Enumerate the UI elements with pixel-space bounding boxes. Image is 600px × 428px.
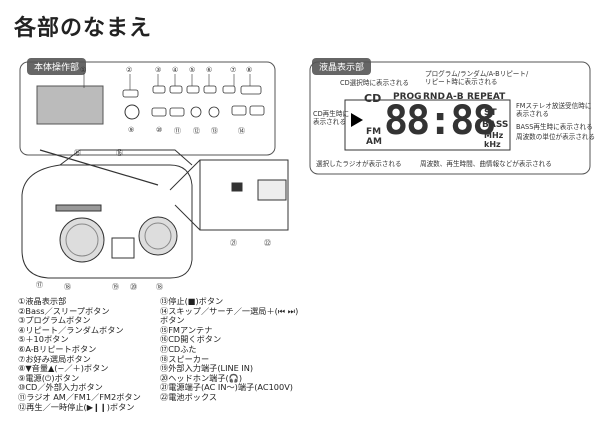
lcd-note-fm-stereo-1: FMステレオ放送受信時に	[516, 102, 592, 110]
lcd-note-cd-selected: CD選択時に表示される	[340, 79, 410, 87]
top-button-row	[122, 85, 262, 98]
callout-10: ⑩	[156, 126, 163, 134]
legend-item: ⑧▼音量▲(−／＋)ボタン	[18, 363, 109, 374]
callout-13: ⑬	[211, 127, 218, 135]
lcd-fm-indicator: FM	[366, 127, 382, 137]
control-panel-outline	[19, 61, 276, 156]
legend-item: ⑦お好み選局ボタン	[18, 353, 91, 364]
callout-3: ③	[155, 66, 162, 74]
legend-item: ⑭スキップ／サーチ／一選局＋(⏮ ⏭)	[160, 305, 299, 316]
power-button	[124, 104, 140, 120]
lcd-am-indicator: AM	[366, 137, 382, 147]
lcd-panel-outline	[309, 61, 591, 175]
legend-item: ⑪ラジオ AM／FM1／FM2ボタン	[18, 391, 141, 402]
lcd-note-prog-rnd: プログラム/ランダム/A-Bリピート/	[425, 70, 529, 78]
callout-8: ⑧	[246, 66, 253, 74]
legend-item: ⑬停止(■)ボタン	[160, 296, 224, 306]
callout-12: ⑫	[193, 127, 200, 135]
legend-item: ⑱スピーカー	[160, 353, 210, 364]
callout-16: ⑯	[116, 149, 123, 157]
legend-item: ボタン	[160, 315, 185, 326]
lcd-note-radio-selected: 選択したラジオが表示される	[316, 160, 402, 168]
callout-2: ②	[126, 66, 133, 74]
legend-item: ㉑電源端子(AC IN〜)端子(AC100V)	[160, 382, 293, 393]
lcd-st-indicator: ST	[484, 108, 497, 118]
legend-item: ③プログラムボタン	[18, 315, 91, 326]
callout-4: ④	[172, 66, 179, 74]
legend-right: ⑬停止(■)ボタン ⑭スキップ／サーチ／一選局＋(⏮ ⏭) ボタン ⑮FMアンテ…	[160, 296, 299, 403]
lcd-note-repeat: リピート時に表示される	[425, 78, 498, 86]
legend-item: ⑰CDふた	[160, 343, 197, 354]
legend-item: ⑲外部入力端子(LINE IN)	[160, 363, 254, 374]
callout-18b: ⑱	[156, 283, 163, 291]
lower-button-row	[151, 105, 265, 118]
legend-item: ㉒電池ボックス	[160, 391, 218, 402]
lcd-cd-indicator: CD	[364, 92, 382, 105]
legend-item: ⑤＋10ボタン	[18, 334, 69, 345]
callout-1: ①	[80, 66, 87, 74]
legend-item: ①液晶表示部	[18, 296, 67, 306]
legend-item: ⑮FMアンテナ	[160, 324, 213, 335]
lcd-note-freq-unit: 周波数の単位が表示される	[516, 133, 596, 141]
callout-17: ⑰	[36, 281, 43, 289]
page-title: 各部のなまえ	[14, 16, 153, 41]
lcd-ab-indicator: A-B	[446, 92, 464, 102]
callout-6: ⑥	[206, 66, 213, 74]
legend-item: ②Bass／スリープボタン	[18, 305, 110, 316]
fm-antenna	[39, 149, 159, 186]
legend-item: ⑩CD／外部入力ボタン	[18, 382, 103, 393]
lcd-mhz-indicator: MHz	[484, 131, 504, 140]
callout-11: ⑪	[174, 127, 181, 135]
legend-left: ①液晶表示部 ②Bass／スリープボタン ③プログラムボタン ④リピート／ランダ…	[18, 296, 141, 412]
callout-14: ⑭	[238, 127, 245, 135]
lcd-note-freq-time: 周波数、再生時間、曲情報などが表示される	[420, 160, 552, 168]
callout-7: ⑦	[230, 66, 237, 74]
legend-item: ⑥A-Bリピートボタン	[18, 343, 97, 354]
play-arrow-icon	[351, 113, 363, 127]
lcd-window	[36, 85, 104, 125]
callout-9: ⑨	[128, 126, 135, 134]
legend-item: ⑯CD開くボタン	[160, 334, 222, 345]
callout-21: ㉑	[230, 239, 237, 247]
callout-5: ⑤	[189, 66, 196, 74]
lcd-digits: 88:88	[384, 98, 496, 144]
lcd-note-fm-stereo-2: 表示される	[516, 110, 549, 118]
lcd-khz-indicator: kHz	[484, 140, 501, 149]
lcd-note-cd-play-1: CD再生時に	[313, 110, 350, 118]
callout-15: ⑮	[74, 149, 81, 157]
lcd-bass-indicator: BASS	[482, 120, 509, 130]
lcd-prog-indicator: PROG	[393, 92, 422, 102]
side-detail	[169, 159, 289, 231]
lcd-note-cd-play-2: 表示される	[313, 118, 346, 126]
lcd-repeat-indicator: REPEAT	[467, 92, 506, 102]
callout-19: ⑲	[112, 283, 119, 291]
device-body	[21, 149, 193, 279]
lcd-note-bass: BASS再生時に表示される	[516, 123, 593, 131]
callout-22: ㉒	[264, 239, 271, 247]
callout-20: ⑳	[130, 283, 137, 291]
callout-18a: ⑱	[64, 283, 71, 291]
legend-item: ⑨電源(⏻)ボタン	[18, 372, 80, 383]
legend-item: ④リピート／ランダムボタン	[18, 324, 124, 335]
legend-item: ⑫再生／一時停止(▶❙❙)ボタン	[18, 401, 135, 412]
lcd-segment-box	[344, 99, 511, 151]
lcd-rnd-indicator: RND	[423, 92, 445, 102]
legend-item: ⑳ヘッドホン端子(🎧)	[160, 372, 243, 383]
